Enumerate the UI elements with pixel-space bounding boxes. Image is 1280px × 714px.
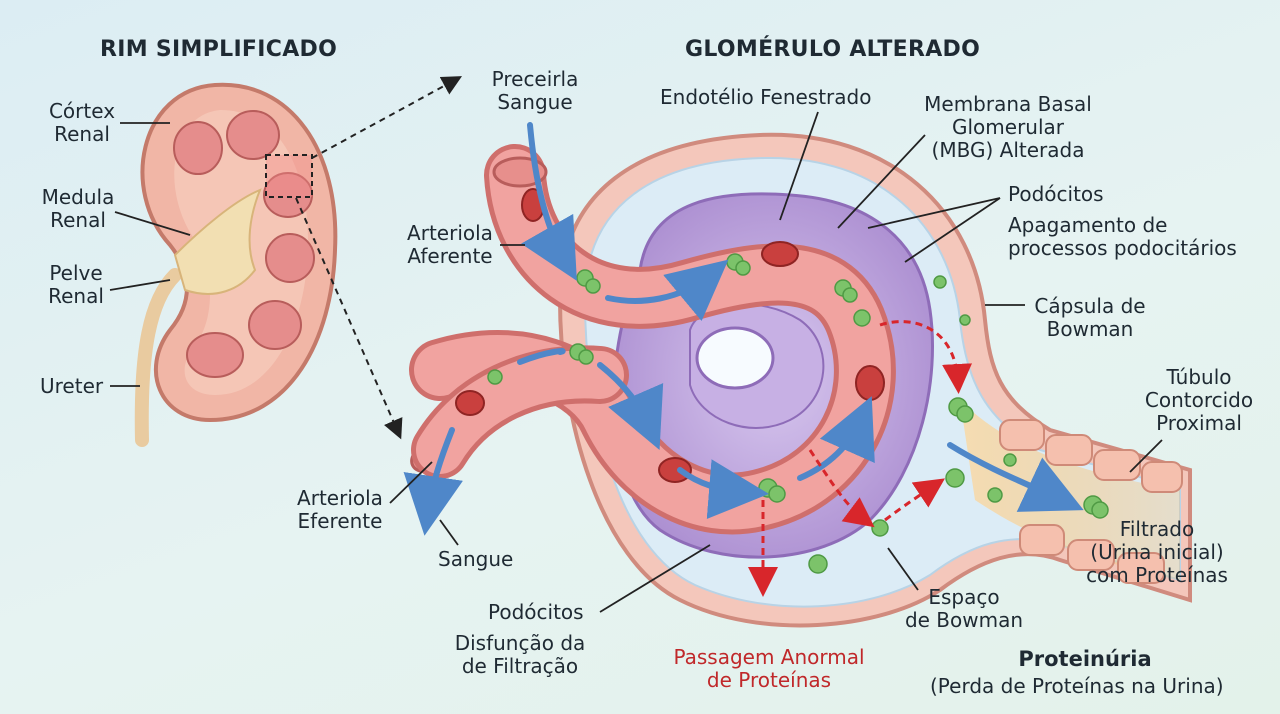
protein-leak-arrow-1: [879, 320, 973, 394]
ureter-tube: [134, 268, 182, 447]
podocytes-bottom-label: Podócitos: [488, 600, 584, 624]
flow-arrow-inlet: [521, 122, 577, 281]
proteinuria-subtitle: (Perda de Proteínas na Urina): [930, 674, 1224, 698]
filtration-dysfunction-label: Disfunção da de Filtração: [454, 631, 586, 678]
flow-arrow-afferent: [605, 259, 729, 322]
kidney-illustration: [109, 76, 463, 447]
protein-leak-arrow-3: [884, 478, 945, 522]
blood-in-label: Preceirla Sangue: [491, 67, 579, 114]
bowman-capsule-label: Cápsula de Bowman: [1034, 294, 1146, 341]
pelvis-label: Pelve Renal: [48, 261, 104, 308]
zoom-arrow-bottom: [295, 197, 403, 440]
abnormal-protein-passage-label: Passagem Anormal de Proteínas: [673, 645, 865, 692]
flow-arrow-bottom: [677, 459, 769, 520]
glomerulus-illustration: [389, 111, 1192, 628]
protein-leak-arrow-2: [808, 449, 875, 528]
zoom-selection-box: [265, 154, 313, 198]
zoom-arrow-top: [311, 76, 463, 159]
endothelium-label: Endotélio Fenestrado: [660, 85, 872, 109]
cortex-label: Córtex Renal: [48, 99, 116, 146]
flow-arrow-loop-left: [517, 348, 566, 365]
medulla-label: Medula Renal: [41, 185, 115, 232]
proteinuria-label: Proteinúria: [1018, 647, 1152, 671]
protein-clusters: [487, 253, 1109, 574]
flow-arrow-filtrate: [947, 442, 1084, 512]
flow-arrow-outlet: [403, 427, 463, 536]
bowman-space-label: Espaço de Bowman: [904, 585, 1024, 632]
ureter-label: Ureter: [40, 374, 104, 398]
tubule-label: Túbulo Contorcido Proximal: [1144, 365, 1254, 435]
gbm-label: Membrana Basal Glomerular (MBG) Alterada: [924, 92, 1092, 162]
podocytes-top-label: Podócitos: [1008, 182, 1104, 206]
filtrate-label: Filtrado (Urina inicial) com Proteínas: [1086, 517, 1228, 587]
capillary-lumen: [695, 326, 775, 390]
medulla-pyramids: [173, 110, 315, 378]
flow-arrow-efferent: [597, 362, 664, 451]
renal-pelvis: [173, 188, 262, 295]
afferent-label: Arteriola Aferente: [407, 221, 493, 268]
effacement-label: Apagamento de processos podocitários: [1008, 213, 1237, 260]
efferent-label: Arteriola Eferente: [297, 486, 383, 533]
kidney-title: RIM SIMPLIFICADO: [100, 37, 338, 62]
flow-arrow-rise: [797, 396, 875, 481]
blood-out-label: Sangue: [438, 547, 514, 571]
red-blood-cells: [455, 188, 885, 483]
glomerulus-title: GLOMÉRULO ALTERADO: [685, 37, 981, 62]
